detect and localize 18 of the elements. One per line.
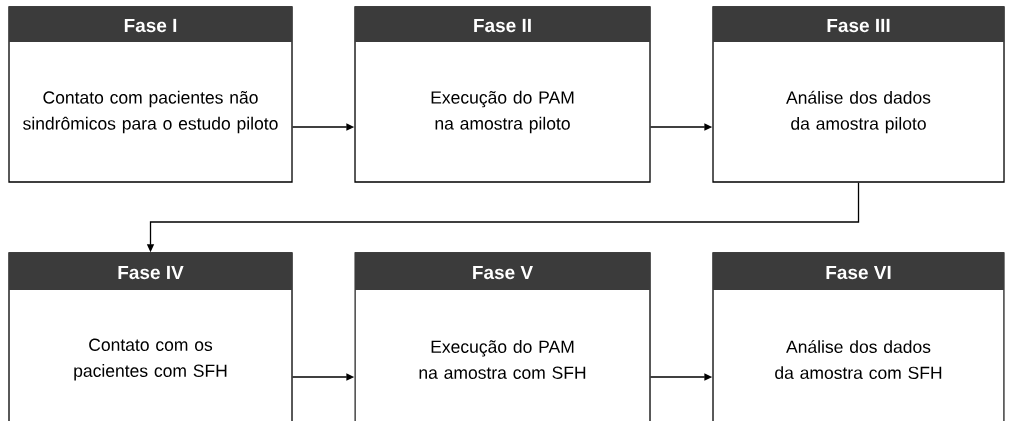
phase-box [712, 252, 1005, 421]
phase-description: Análise dos dados da amostra piloto [786, 90, 931, 134]
phase-description: Execução do PAM na amostra piloto [431, 90, 574, 134]
phase-box [8, 6, 293, 183]
phase-box [8, 252, 293, 421]
phase-box [712, 6, 1005, 183]
phase-box [354, 252, 651, 421]
phase-description: Contato com os pacientes com SFH [74, 338, 227, 381]
phase-header: Fase III [713, 7, 1004, 42]
phase-description: Execução do PAM na amostra com SFH [419, 340, 586, 379]
phase-header: Fase IV [9, 253, 292, 290]
phase-header: Fase V [355, 253, 650, 290]
phase-box [354, 6, 651, 183]
phase-header: Fase VI [713, 253, 1004, 290]
phase-description: Contato com pacientes não sindrômicos para o estudo piloto [23, 90, 278, 134]
phase-header: Fase I [9, 7, 292, 42]
phase-header: Fase II [355, 7, 650, 42]
phase-description: Análise dos dados da amostra com SFH [775, 339, 942, 380]
